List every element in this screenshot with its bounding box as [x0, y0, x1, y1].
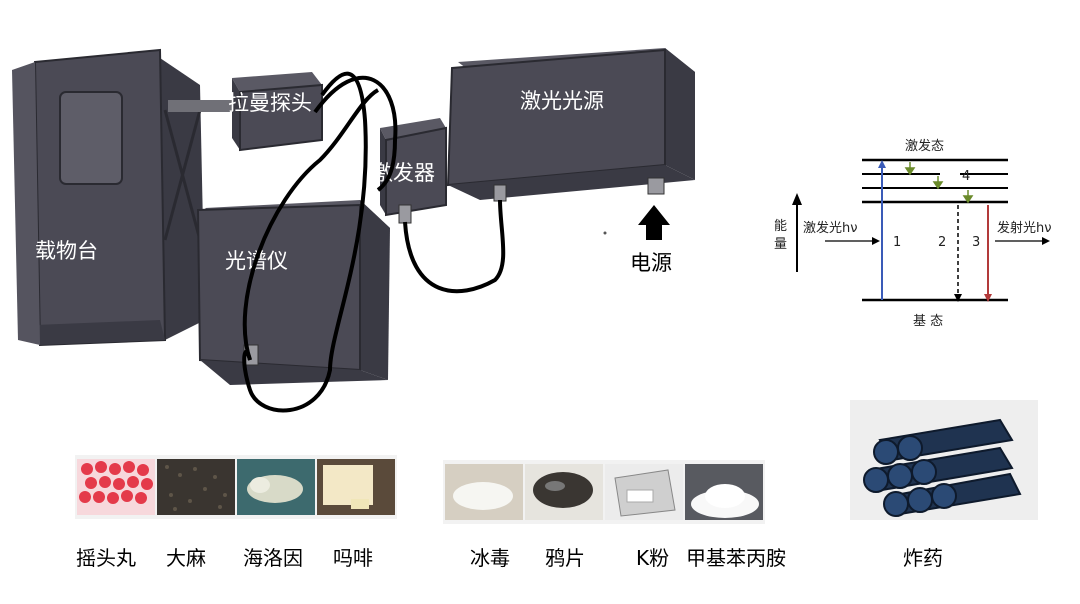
caption-ketamine: K粉 [636, 546, 670, 570]
caption-marijuana: 大麻 [166, 546, 206, 570]
caption-meth: 冰毒 [470, 546, 510, 570]
excitation-light-label: 激发光hν [803, 220, 858, 236]
exciter-label: 激发器 [372, 161, 435, 185]
caption-ecstasy: 摇头丸 [76, 546, 136, 570]
stage-label: 载物台 [35, 239, 98, 263]
stage-device: 载物台 [12, 48, 205, 347]
stage-window [59, 91, 123, 185]
excited-state-label: 激发态 [905, 138, 944, 154]
laser-source-label: 激光光源 [520, 89, 604, 113]
transition-3-label: 3 [972, 235, 980, 250]
sample-strip-1-image [77, 459, 395, 515]
caption-heroin: 海洛因 [243, 546, 303, 570]
power-label: 电源 [630, 251, 672, 275]
explosives-image-graphic [863, 418, 1022, 517]
caption-methamphetamine: 甲基苯丙胺 [686, 546, 786, 570]
level-4-label: 4 [962, 169, 970, 184]
sample-strip-1 [75, 455, 397, 519]
caption-morphine: 吗啡 [333, 546, 373, 570]
power-arrow-icon [638, 205, 670, 240]
sample-strip-2 [443, 460, 765, 524]
relaxation-arrows [904, 162, 974, 204]
laser-source-device: 激光光源 [446, 48, 695, 202]
raman-probe-label: 拉曼探头 [228, 91, 312, 115]
explosives-image [850, 400, 1038, 520]
exciter-device: 激发器 [372, 118, 447, 224]
caption-opium: 鸦片 [545, 546, 585, 570]
transition-1-label: 1 [893, 235, 901, 250]
ground-state-label: 基 态 [913, 314, 943, 329]
raman-probe-device: 拉曼探头 [228, 72, 323, 152]
spectrometer-device: 光谱仪 [196, 200, 390, 385]
caption-explosives: 炸药 [903, 546, 943, 570]
transition-2-label: 2 [938, 235, 946, 250]
energy-level-diagram: 激发态 4 能 量 激发光hν 1 2 3 发射光hν 基 态 [774, 138, 1052, 329]
fiber-cables [242, 71, 506, 413]
energy-axis-label-1: 能 [774, 219, 787, 234]
sample-strip-2-image [445, 464, 763, 520]
emission-light-label: 发射光hν [997, 220, 1052, 236]
probe-rod [168, 100, 236, 112]
energy-axis-label-2: 量 [774, 237, 787, 252]
